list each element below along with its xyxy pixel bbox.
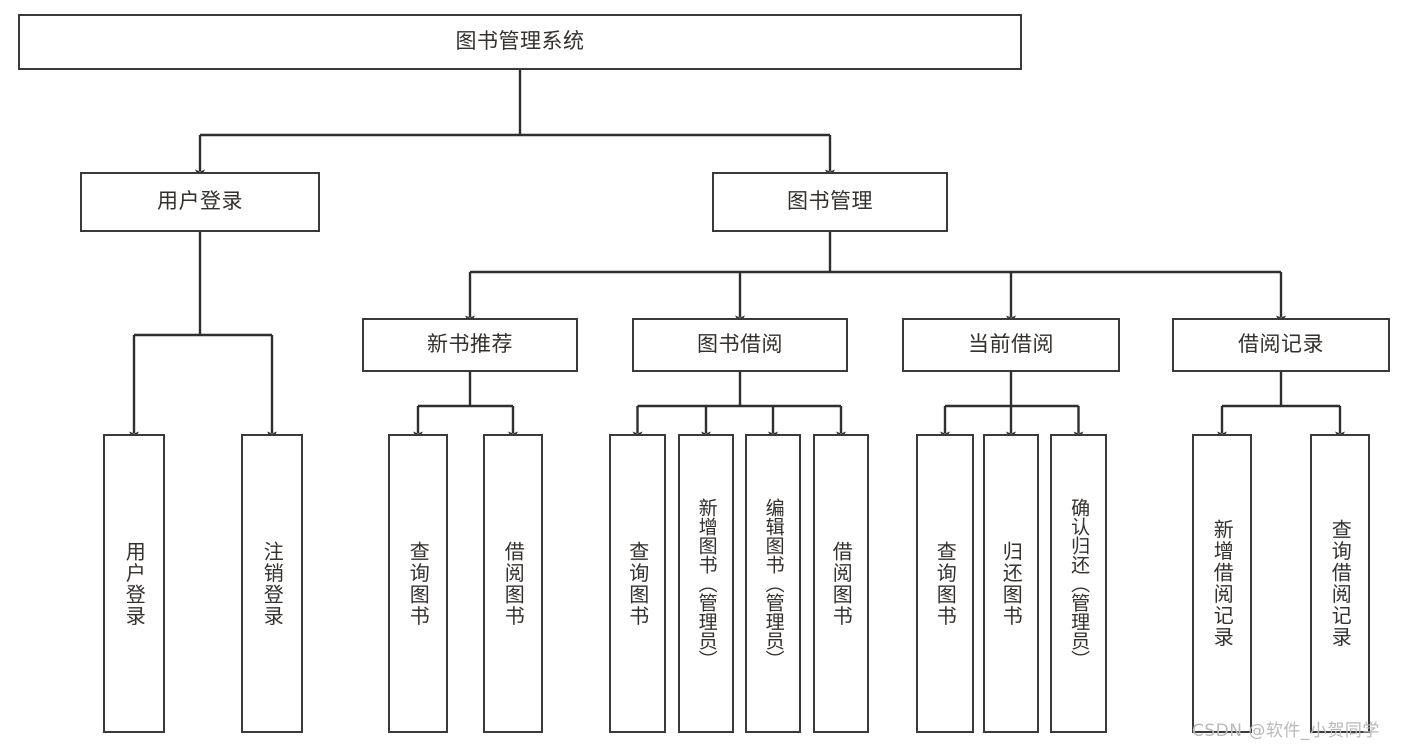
node-label: 查询借阅记录 bbox=[1328, 519, 1353, 648]
node-label: 图书管理 bbox=[787, 189, 873, 214]
node-leaf-query-book-2: 查询图书 bbox=[609, 434, 666, 733]
node-label: 用户登录 bbox=[157, 189, 243, 214]
node-label: 确认归还（管理员） bbox=[1068, 498, 1091, 669]
node-label: 归还图书 bbox=[999, 540, 1024, 627]
node-label: 图书管理系统 bbox=[455, 29, 585, 54]
node-leaf-edit-book: 编辑图书（管理员） bbox=[745, 434, 801, 733]
node-label: 用户登录 bbox=[122, 540, 147, 627]
node-leaf-add-book: 新增图书（管理员） bbox=[678, 434, 734, 733]
node-leaf-borrow-book-2: 借阅图书 bbox=[813, 434, 869, 733]
node-root: 图书管理系统 bbox=[18, 14, 1022, 70]
node-label: 新书推荐 bbox=[427, 332, 513, 357]
node-book-borrow: 图书借阅 bbox=[632, 318, 848, 372]
node-label: 当前借阅 bbox=[968, 332, 1054, 357]
node-leaf-logout: 注销登录 bbox=[241, 434, 303, 733]
node-user-login: 用户登录 bbox=[80, 172, 320, 232]
node-label: 借阅图书 bbox=[829, 540, 854, 627]
watermark-label: CSDN @软件_小贺同学 bbox=[1192, 721, 1380, 741]
node-label: 新增借阅记录 bbox=[1210, 519, 1235, 648]
node-leaf-query-book-3: 查询图书 bbox=[916, 434, 974, 733]
node-label: 查询图书 bbox=[406, 540, 431, 627]
node-current-borrow: 当前借阅 bbox=[902, 318, 1120, 372]
node-borrow-record: 借阅记录 bbox=[1172, 318, 1390, 372]
node-label: 编辑图书（管理员） bbox=[762, 498, 785, 669]
node-leaf-return-book: 归还图书 bbox=[983, 434, 1039, 733]
node-new-book-recommend: 新书推荐 bbox=[362, 318, 578, 372]
node-label: 借阅记录 bbox=[1238, 332, 1324, 357]
edge-group bbox=[129, 70, 1345, 441]
node-leaf-add-record: 新增借阅记录 bbox=[1192, 434, 1252, 733]
node-label: 查询图书 bbox=[933, 540, 958, 627]
node-leaf-user-login: 用户登录 bbox=[103, 434, 165, 733]
node-label: 图书借阅 bbox=[697, 332, 783, 357]
node-book-manage: 图书管理 bbox=[712, 172, 948, 232]
node-label: 查询图书 bbox=[625, 540, 650, 627]
node-leaf-query-record: 查询借阅记录 bbox=[1310, 434, 1370, 733]
node-leaf-borrow-book-1: 借阅图书 bbox=[483, 434, 543, 733]
node-label: 注销登录 bbox=[260, 540, 285, 627]
node-label: 新增图书（管理员） bbox=[695, 498, 718, 669]
node-label: 借阅图书 bbox=[501, 540, 526, 627]
node-leaf-confirm-return: 确认归还（管理员） bbox=[1050, 434, 1107, 733]
node-leaf-query-book-1: 查询图书 bbox=[388, 434, 448, 733]
